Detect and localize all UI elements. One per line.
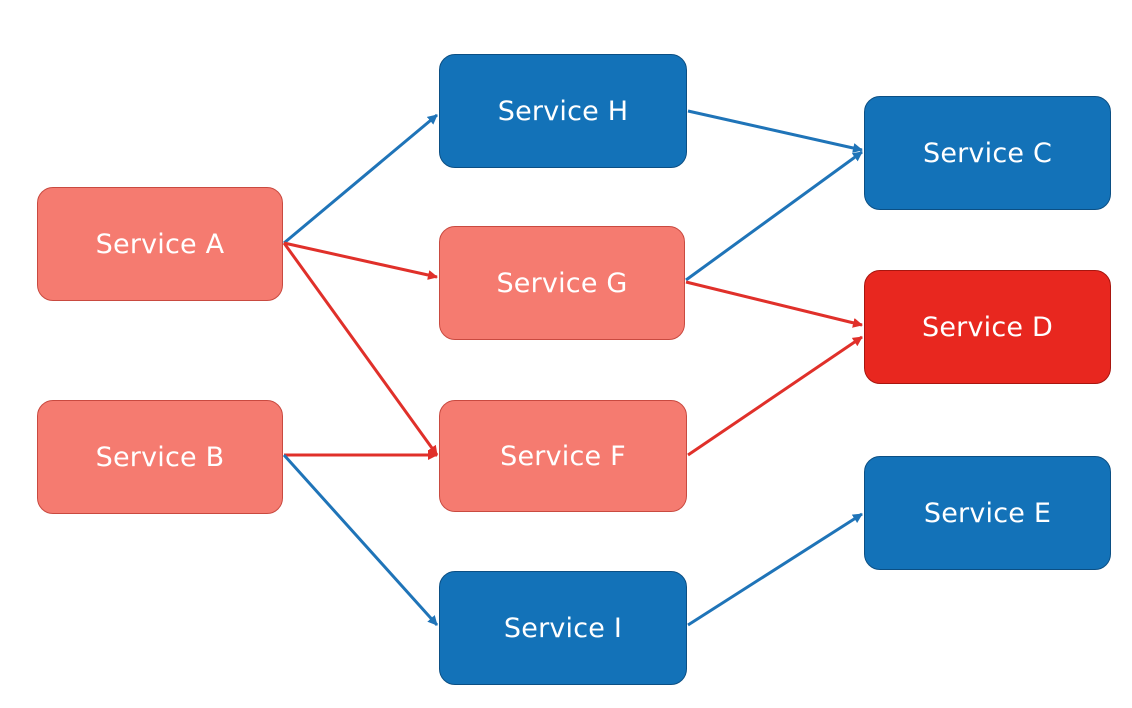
edge-a-to-h bbox=[283, 113, 438, 245]
service-i-node[interactable]: Service I bbox=[439, 571, 687, 685]
service-f-label: Service F bbox=[500, 440, 626, 472]
edge-h-to-c bbox=[687, 109, 863, 153]
service-d-label: Service D bbox=[922, 311, 1053, 343]
service-f-node[interactable]: Service F bbox=[439, 400, 687, 512]
service-a-label: Service A bbox=[95, 228, 225, 260]
service-d-node[interactable]: Service D bbox=[864, 270, 1111, 384]
service-g-label: Service G bbox=[496, 267, 628, 299]
service-c-label: Service C bbox=[922, 137, 1053, 169]
edge-a-to-g bbox=[283, 241, 438, 280]
service-g-node[interactable]: Service G bbox=[439, 226, 685, 340]
edge-i-to-e bbox=[687, 512, 863, 627]
edge-b-to-i bbox=[282, 453, 439, 627]
edge-f-to-d bbox=[687, 335, 863, 457]
service-h-node[interactable]: Service H bbox=[439, 54, 687, 168]
service-i-label: Service I bbox=[503, 612, 623, 644]
service-a-node[interactable]: Service A bbox=[37, 187, 283, 301]
service-e-label: Service E bbox=[923, 497, 1052, 529]
service-e-node[interactable]: Service E bbox=[864, 456, 1111, 570]
service-b-node[interactable]: Service B bbox=[37, 400, 283, 514]
service-b-label: Service B bbox=[95, 441, 225, 473]
edge-a-to-f bbox=[282, 242, 439, 456]
service-h-label: Service H bbox=[497, 95, 629, 127]
edge-g-to-d bbox=[685, 280, 863, 328]
edge-g-to-c bbox=[685, 150, 863, 282]
service-c-node[interactable]: Service C bbox=[864, 96, 1111, 210]
